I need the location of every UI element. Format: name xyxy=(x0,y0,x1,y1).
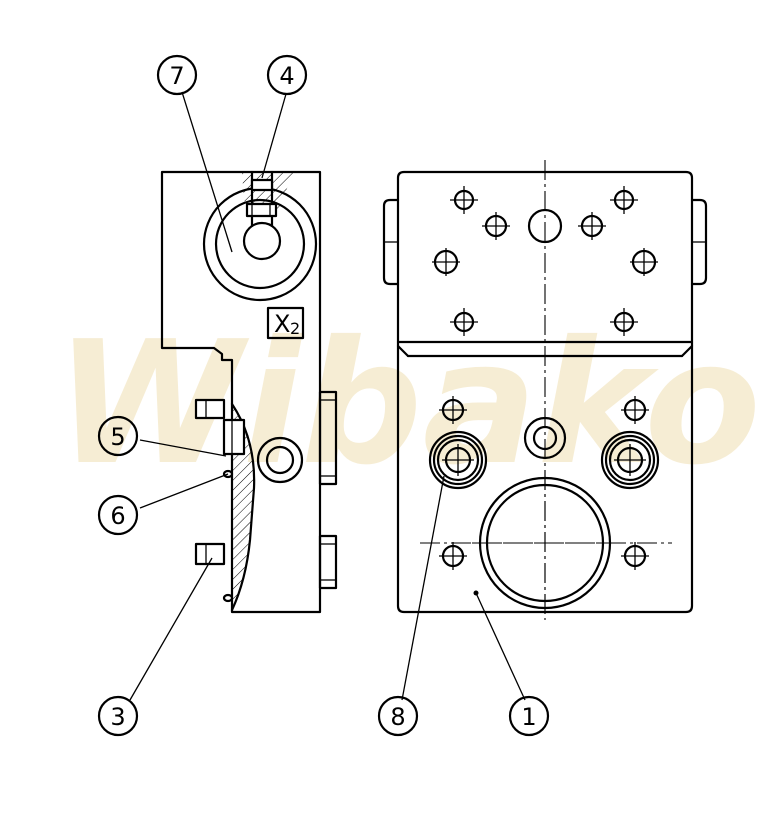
callout-1: 1 xyxy=(508,695,550,737)
callout-4: 4 xyxy=(266,54,308,96)
section-label-sub: 2 xyxy=(290,319,300,338)
callout-6: 6 xyxy=(97,494,139,536)
callout-7: 7 xyxy=(156,54,198,96)
callout-7-number: 7 xyxy=(169,62,184,90)
front-view xyxy=(382,160,708,620)
callout-3-number: 3 xyxy=(110,703,125,731)
callout-6-number: 6 xyxy=(110,502,125,530)
callout-5-number: 5 xyxy=(110,423,125,451)
callout-3: 3 xyxy=(97,695,139,737)
side-view: X 2 xyxy=(160,170,338,614)
section-label-main: X xyxy=(274,310,290,338)
callout-5: 5 xyxy=(97,415,139,457)
callout-8: 8 xyxy=(377,695,419,737)
callout-8-number: 8 xyxy=(390,703,405,731)
callout-4-number: 4 xyxy=(279,62,294,90)
leader-lines xyxy=(129,91,526,701)
callout-1-number: 1 xyxy=(521,703,536,731)
